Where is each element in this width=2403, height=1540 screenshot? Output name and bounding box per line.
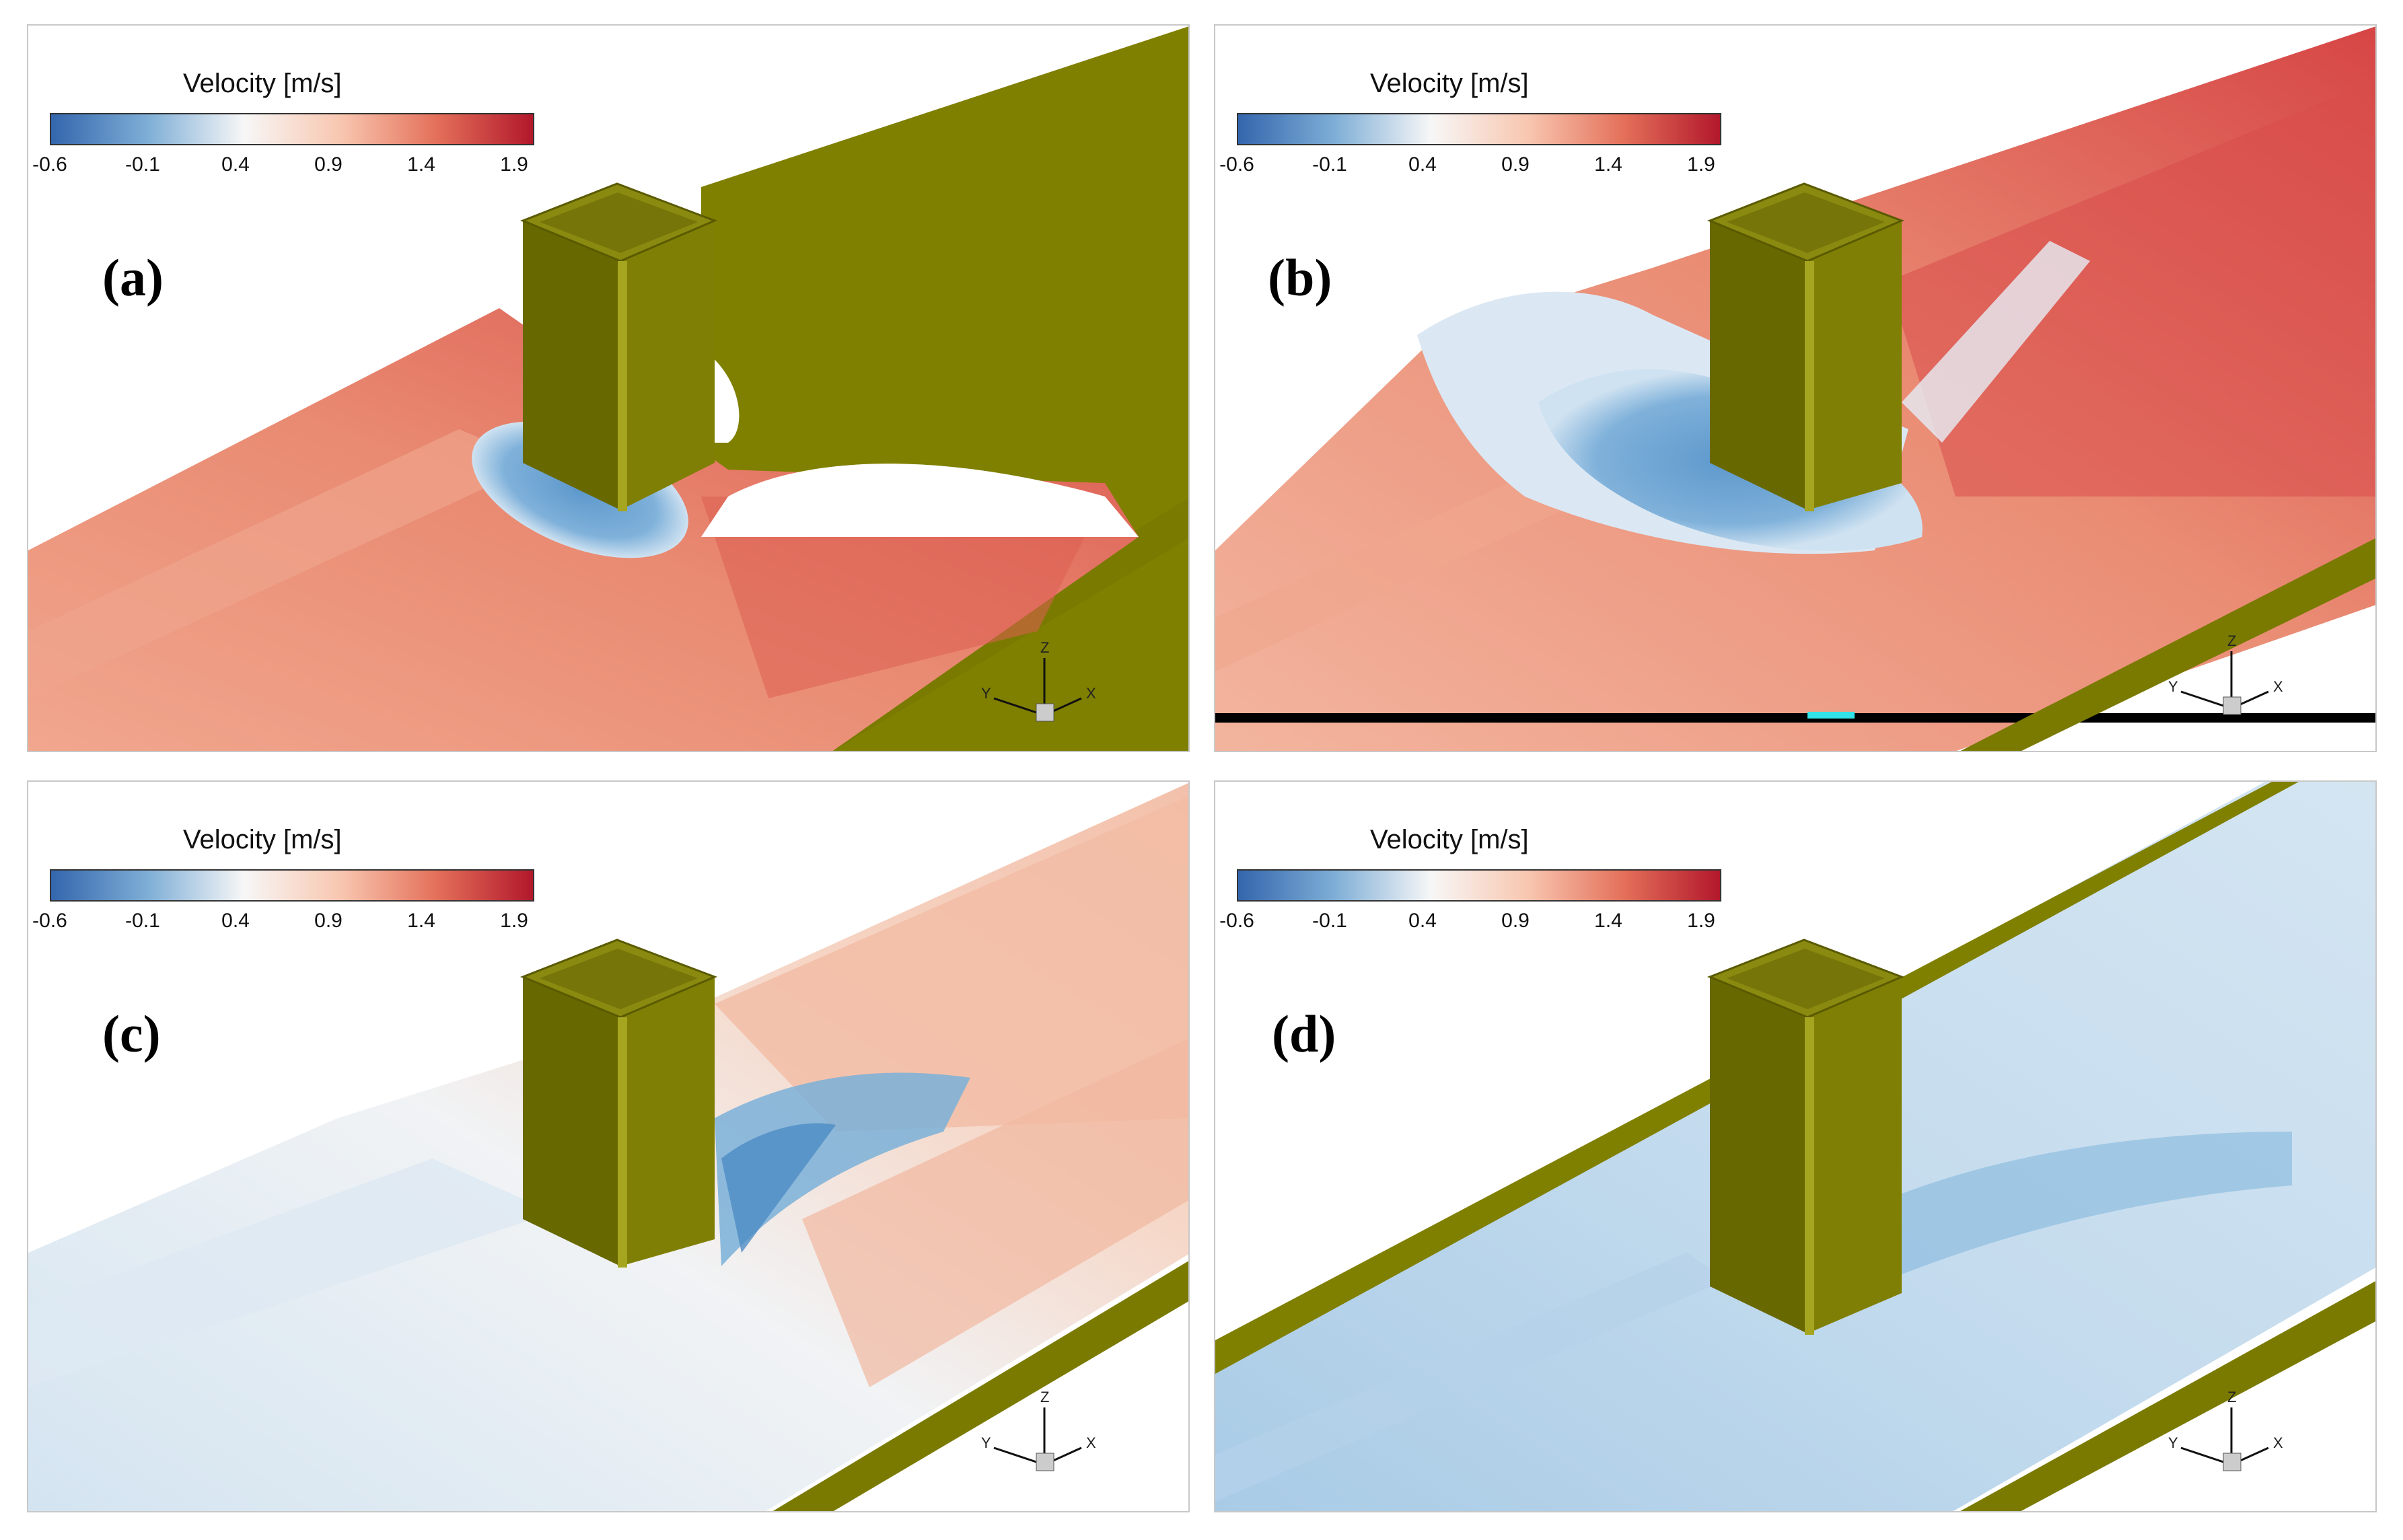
surface-band <box>1215 1253 1727 1502</box>
velocity-field-b <box>1215 26 2375 751</box>
axis-y-label: Y <box>981 685 991 702</box>
pier-side-face <box>1807 221 1902 510</box>
colorbar-tick: -0.1 <box>1312 153 1347 176</box>
colorbar-tick: -0.6 <box>32 153 67 176</box>
axis-z-label: Z <box>2227 1389 2236 1405</box>
colorbar <box>1237 113 1721 145</box>
axis-x-label: X <box>1086 685 1096 702</box>
pier-top-inner <box>1727 949 1885 1009</box>
surface-band <box>802 1038 1188 1387</box>
axis-triad: Z Y X <box>981 639 1096 722</box>
axis-x-label: X <box>1086 1434 1096 1451</box>
wake-core-c <box>721 1123 836 1253</box>
panel-label: (a) <box>102 248 164 307</box>
colorbar-tick: 0.4 <box>221 153 250 176</box>
axis-z-label: Z <box>1040 1389 1049 1405</box>
panel-a: Velocity [m/s] -0.6 -0.1 0.4 0.9 1.4 1.9… <box>27 24 1190 752</box>
panel-label: (b) <box>1268 248 1332 307</box>
pier-edge-highlight <box>1805 1017 1814 1335</box>
velocity-field-d <box>1215 782 2375 1511</box>
cyan-streak <box>1807 712 1855 719</box>
surface-band <box>701 497 1105 698</box>
axis-x-label: X <box>2273 678 2283 695</box>
surface-band <box>1215 463 1592 671</box>
colorbar-tick: 0.4 <box>1408 910 1437 932</box>
pier-front-face <box>523 977 620 1266</box>
surface-band <box>28 1159 553 1387</box>
colorbar-tick: 1.4 <box>407 153 435 176</box>
velocity-field-a <box>28 26 1188 751</box>
colorbar <box>50 113 534 145</box>
wake-pale-b <box>1902 241 2090 443</box>
axis-triad: Z Y X <box>2168 1389 2283 1471</box>
axis-z-label: Z <box>2227 632 2236 649</box>
colorbar-title: Velocity [m/s] <box>1370 825 1529 854</box>
colorbar-tick: -0.6 <box>1219 910 1254 932</box>
colorbar-tick: 0.4 <box>221 910 250 932</box>
panel-label: (d) <box>1272 1004 1336 1063</box>
pier-side-face <box>620 221 715 510</box>
colorbar-tick: -0.1 <box>125 153 160 176</box>
pier-side-face <box>620 977 715 1266</box>
colorbar-tick: 1.9 <box>1687 153 1715 176</box>
colorbar-title: Velocity [m/s] <box>183 69 342 98</box>
pier-top-inner <box>540 949 698 1009</box>
axis-z-label: Z <box>1040 639 1049 656</box>
pier-top-inner <box>1727 192 1885 253</box>
velocity-field-c <box>28 782 1188 1511</box>
panel-label: (c) <box>102 1004 161 1063</box>
pier-edge-highlight <box>1805 261 1814 511</box>
colorbar-tick: 0.9 <box>1501 153 1530 176</box>
colorbar-tick: 1.4 <box>1594 910 1622 932</box>
pier-top-inner <box>540 192 698 253</box>
panel-b: Velocity [m/s] -0.6 -0.1 0.4 0.9 1.4 1.9… <box>1214 24 2377 752</box>
wake-zone-d <box>1888 1132 2292 1280</box>
colorbar <box>50 869 534 902</box>
colorbar-tick: -0.6 <box>1219 153 1254 176</box>
colorbar-tick: 1.4 <box>1594 153 1622 176</box>
axis-y-label: Y <box>2168 678 2178 695</box>
colorbar-tick: 1.9 <box>500 153 528 176</box>
panel-d: Velocity [m/s] -0.6 -0.1 0.4 0.9 1.4 1.9… <box>1214 780 2377 1512</box>
colorbar-tick: 0.9 <box>314 910 343 932</box>
white-wake-region <box>701 464 1139 537</box>
pier-edge-highlight <box>618 261 627 511</box>
colorbar-tick: -0.1 <box>125 910 160 932</box>
surface-band <box>28 429 540 698</box>
panel-c: Velocity [m/s] -0.6 -0.1 0.4 0.9 1.4 1.9… <box>27 780 1190 1512</box>
axis-y-label: Y <box>2168 1434 2178 1451</box>
colorbar-tick: 1.9 <box>1687 910 1715 932</box>
colorbar-tick: 0.9 <box>314 153 343 176</box>
axis-triad: Z Y X <box>2168 632 2283 715</box>
colorbar-title: Velocity [m/s] <box>183 825 342 854</box>
wake-zone-c <box>715 1072 970 1266</box>
colorbar <box>1237 869 1721 902</box>
colorbar-tick: 1.9 <box>500 910 528 932</box>
axis-y-label: Y <box>981 1434 991 1451</box>
colorbar-tick: 1.4 <box>407 910 435 932</box>
surface-band <box>715 796 1188 1132</box>
colorbar-title: Velocity [m/s] <box>1370 69 1529 98</box>
colorbar-tick: 0.4 <box>1408 153 1437 176</box>
colorbar-tick: 0.9 <box>1501 910 1530 932</box>
colorbar-tick: -0.6 <box>32 910 67 932</box>
colorbar-tick: -0.1 <box>1312 910 1347 932</box>
pier-front-face <box>523 221 620 510</box>
axis-x-label: X <box>2273 1434 2283 1451</box>
pier-edge-highlight <box>618 1017 627 1268</box>
pier-front-face <box>1710 221 1807 510</box>
pier-side-face <box>1807 977 1902 1333</box>
channel-floor-edge <box>1960 1281 2375 1511</box>
surface-band <box>1888 80 2375 497</box>
pier-front-face <box>1710 977 1807 1333</box>
axis-triad: Z Y X <box>981 1389 1096 1471</box>
